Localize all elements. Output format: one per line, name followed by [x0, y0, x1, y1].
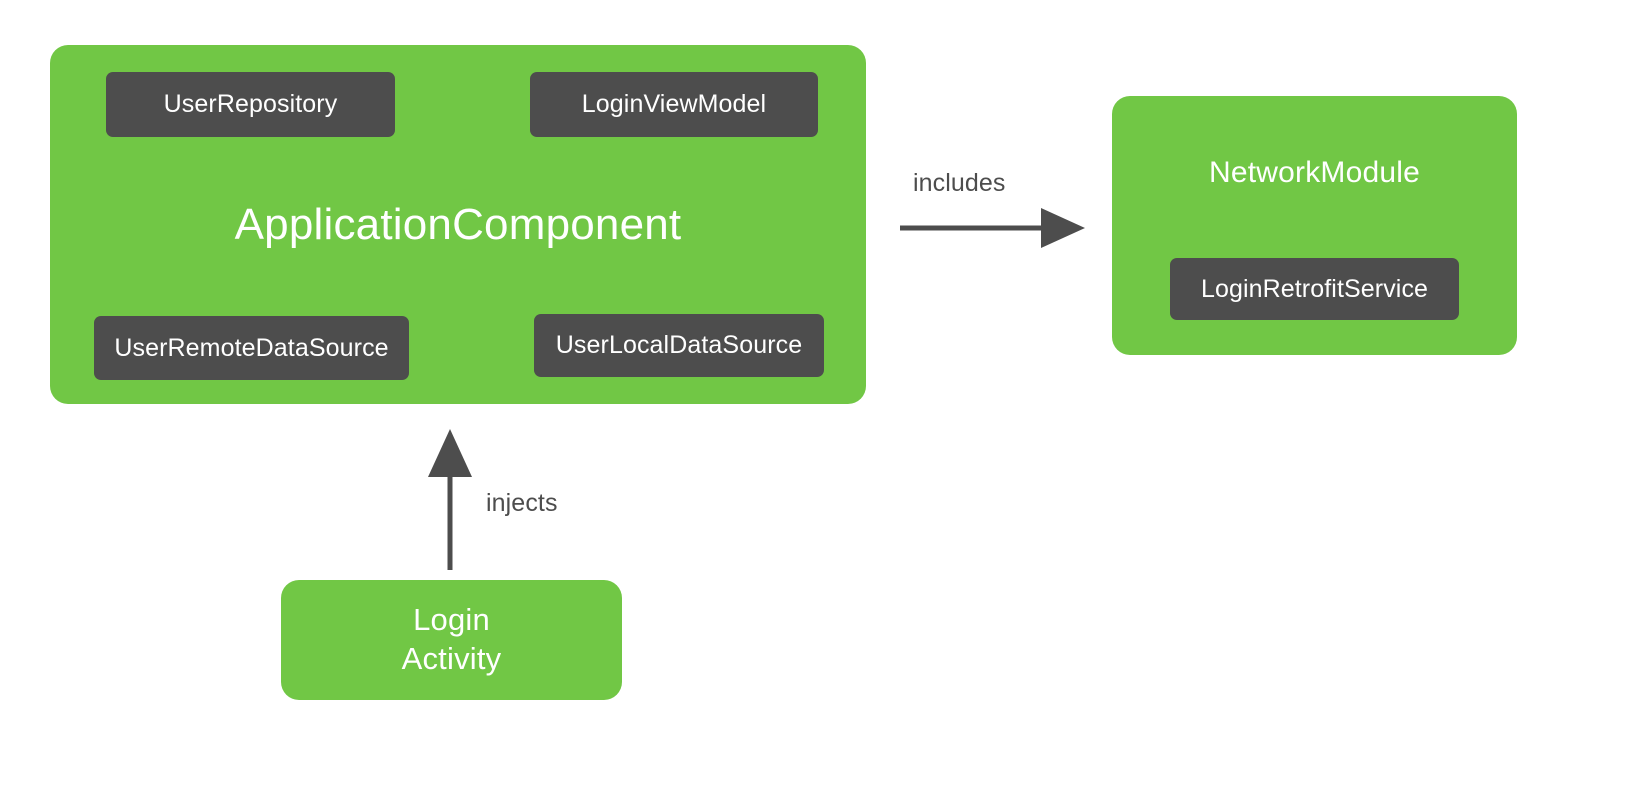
chip-login-retrofit-service[interactable]: LoginRetrofitService: [1170, 258, 1459, 320]
node-login-activity[interactable]: Login Activity: [281, 580, 622, 700]
edge-label-includes: includes: [913, 169, 1006, 197]
chip-user-remote-data-source[interactable]: UserRemoteDataSource: [94, 316, 409, 380]
chip-login-view-model[interactable]: LoginViewModel: [530, 72, 818, 137]
chip-user-local-data-source[interactable]: UserLocalDataSource: [534, 314, 824, 377]
login-activity-line-2: Activity: [401, 641, 502, 676]
network-module-title: NetworkModule: [1208, 156, 1421, 189]
edge-includes-arrow-icon: [900, 208, 1085, 248]
login-activity-line-1: Login: [413, 602, 490, 638]
edge-label-injects: injects: [486, 489, 558, 517]
chip-user-repository[interactable]: UserRepository: [106, 72, 395, 137]
